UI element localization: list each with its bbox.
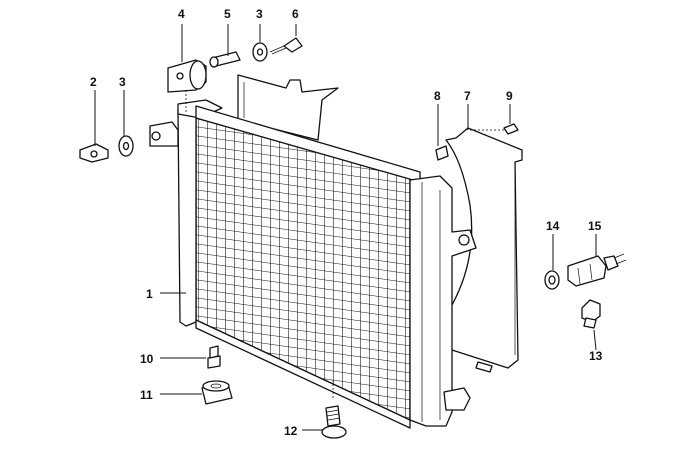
plug-part-13 [581,299,601,329]
callout-9: 9 [506,89,513,103]
grommet-part-11 [201,380,233,405]
callout-11: 11 [140,388,153,402]
callout-5: 5 [224,7,231,21]
callout-15: 15 [588,219,602,233]
bushing-part-5 [209,51,241,68]
callout-7: 7 [464,89,471,103]
clip-nut-part-2 [79,143,109,163]
rubber-mount-part-4 [167,59,207,112]
callout-8: 8 [434,89,441,103]
leader-lines [94,24,597,431]
callout-6: 6 [292,7,299,21]
callout-3-top: 3 [256,7,263,21]
washer-part-3-left [118,135,134,157]
callout-2: 2 [90,75,97,89]
seal-ring-part-14 [544,270,560,290]
temperature-switch-part-15 [567,253,627,287]
callout-14: 14 [546,219,560,233]
callout-3-left: 3 [119,75,126,89]
callout-10: 10 [140,352,154,366]
clip-part-8 [435,145,449,161]
radiator-right-tank [409,175,477,427]
screw-part-9 [468,123,519,135]
washer-part-3-top [252,42,268,62]
callout-12: 12 [284,424,298,438]
screw-part-6 [269,37,303,55]
callout-1: 1 [146,287,153,301]
callout-4: 4 [178,7,185,21]
radiator-left-tank [149,99,223,327]
bolt-part-12 [321,378,347,439]
callout-labels: 1 2 3 3 4 5 6 7 8 9 10 11 12 13 14 15 [90,7,603,438]
callout-13: 13 [589,349,603,363]
drain-bolt-part-10 [207,345,221,369]
